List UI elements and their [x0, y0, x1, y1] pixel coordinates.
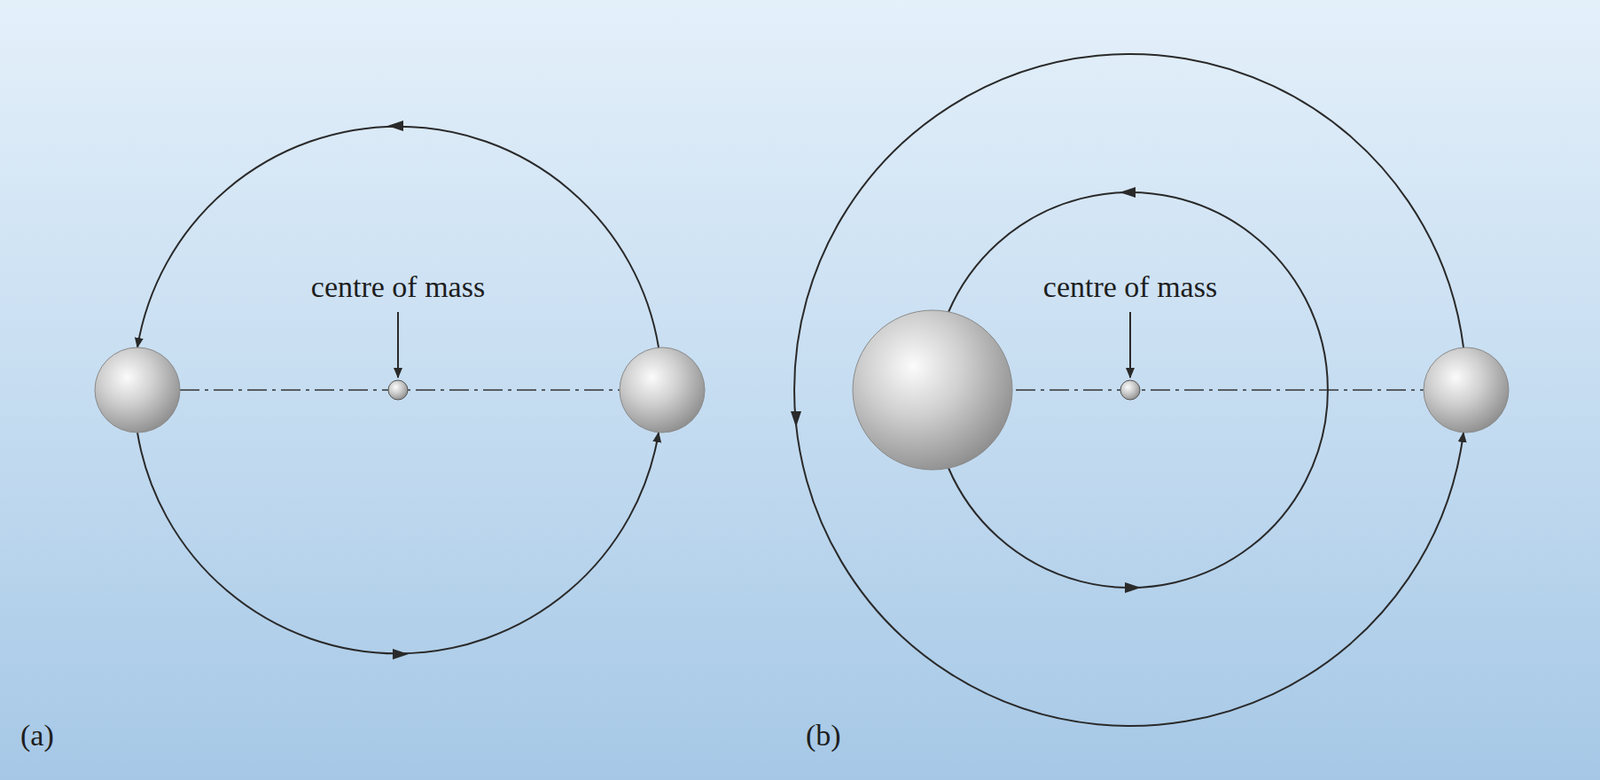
star-sphere [619, 347, 705, 433]
centre-dot [388, 380, 408, 400]
panel-label: (a) [20, 718, 55, 754]
direction-arrow [392, 648, 409, 660]
direction-arrow [790, 411, 802, 428]
axis-line [1015, 389, 1424, 391]
pointer-arrow [1129, 312, 1132, 378]
star-sphere [1423, 347, 1509, 433]
pointer-arrow [397, 312, 399, 378]
star-sphere [852, 310, 1013, 470]
direction-arrow [1124, 582, 1141, 594]
orbit-arc [137, 432, 659, 654]
centre-dot [1120, 380, 1140, 400]
callout-label: centre of mass [311, 269, 485, 305]
panel-label: (b) [805, 718, 842, 754]
callout-label: centre of mass [1043, 269, 1218, 305]
star-sphere [94, 347, 180, 433]
direction-arrow [1119, 187, 1136, 198]
direction-arrow [387, 120, 404, 132]
orbit-arc [794, 54, 1464, 726]
